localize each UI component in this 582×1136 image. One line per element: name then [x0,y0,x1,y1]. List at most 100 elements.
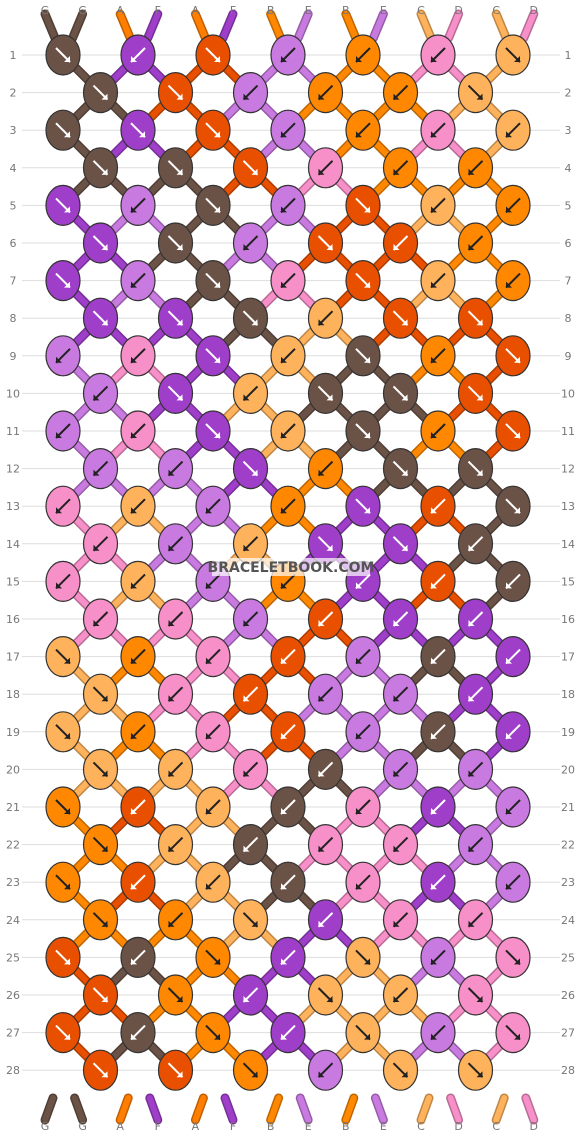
row-number-right: 13 [561,500,575,513]
knot [120,936,156,979]
knot [232,673,269,715]
arrow-head-icon [56,582,62,589]
knot [157,673,194,715]
arrow-head-icon [393,845,400,852]
knot [157,297,194,339]
knot [45,635,81,678]
arrow-head-icon [393,920,400,927]
knot [232,899,269,941]
arrow-head-icon [131,206,137,213]
arrow-head-icon [318,770,325,777]
knot [195,635,231,678]
arrow-head-icon [214,1033,220,1040]
arrow-head-icon [101,845,108,852]
arrow-head-icon [176,394,183,401]
knot [120,109,156,151]
arrow-head-icon [281,657,287,664]
knot [307,598,344,640]
knot [345,410,381,452]
knot [420,861,456,903]
bottom-string-stub-fill [522,1095,537,1123]
knot [307,71,344,114]
arrow-head-icon [318,168,325,175]
knot [195,184,231,226]
watermark-text: BRACELETBOOK.COM [208,560,375,576]
row-number-left: 25 [6,951,20,964]
arrow-head-icon [131,1033,137,1040]
knot [420,635,456,678]
arrow-head-icon [131,356,137,363]
bottom-string-label: E [305,1120,312,1133]
bottom-string-stub-fill [447,1095,462,1123]
row-number-right: 21 [561,801,575,814]
knot [270,335,306,377]
arrow-head-icon [64,206,70,213]
arrow-head-icon [506,657,512,664]
knot [345,711,381,753]
row-number-right: 28 [561,1064,575,1077]
arrow-head-icon [64,958,70,965]
bottom-string-stub-fill [71,1095,86,1123]
row-number-right: 14 [561,538,575,551]
arrow-head-icon [356,883,362,890]
arrow-head-icon [476,319,483,326]
knot [195,711,231,753]
knot [120,260,156,302]
bottom-string-label: C [417,1120,425,1133]
knot [157,372,194,414]
knot [45,260,81,302]
arrow-head-icon [176,244,183,250]
knot [120,485,156,527]
row-number-right: 22 [561,839,575,852]
top-string-label: F [155,4,161,17]
knot [345,109,381,151]
knot [45,485,81,527]
arrow-head-icon [64,1033,70,1040]
arrow-head-icon [431,432,437,438]
knot [345,184,381,226]
knot [270,184,306,226]
knot [457,1049,494,1091]
arrow-head-icon [476,469,483,476]
knot [232,222,269,264]
top-string-stub-fill [220,11,236,41]
arrow-head-icon [281,356,287,363]
arrow-head-icon [214,356,220,363]
knot [495,786,531,828]
arrow-head-icon [281,1033,287,1040]
arrow-head-icon [131,281,137,288]
arrow-head-icon [356,657,362,664]
knot [120,786,156,828]
knot [270,936,306,979]
arrow-head-icon [168,845,175,852]
arrow-head-icon [131,958,137,965]
bottom-string-stub-fill [297,1095,312,1123]
arrow-head-icon [318,319,325,326]
knot [420,34,456,76]
arrow-head-icon [281,958,287,965]
row-number-left: 16 [6,613,20,626]
row-number-left: 26 [6,989,20,1002]
arrow-head-icon [243,770,250,777]
arrow-head-icon [364,356,370,363]
bottom-string-stub-fill [267,1095,282,1123]
bottom-string-label: G [41,1120,50,1133]
arrow-head-icon [468,695,475,702]
knot [45,936,81,979]
knot [232,823,269,866]
knot [45,109,81,151]
knot [457,899,494,941]
top-string-stub-fill [295,11,312,41]
arrow-head-icon [364,281,370,288]
bottom-string-label: F [230,1120,236,1133]
top-string-label: D [454,4,462,17]
knot [307,523,344,565]
row-number-right: 3 [565,124,572,137]
arrow-head-icon [64,56,70,62]
knot [345,786,381,828]
arrow-head-icon [131,808,137,814]
arrow-head-icon [393,620,400,626]
knot [495,335,531,377]
knot [232,748,269,791]
